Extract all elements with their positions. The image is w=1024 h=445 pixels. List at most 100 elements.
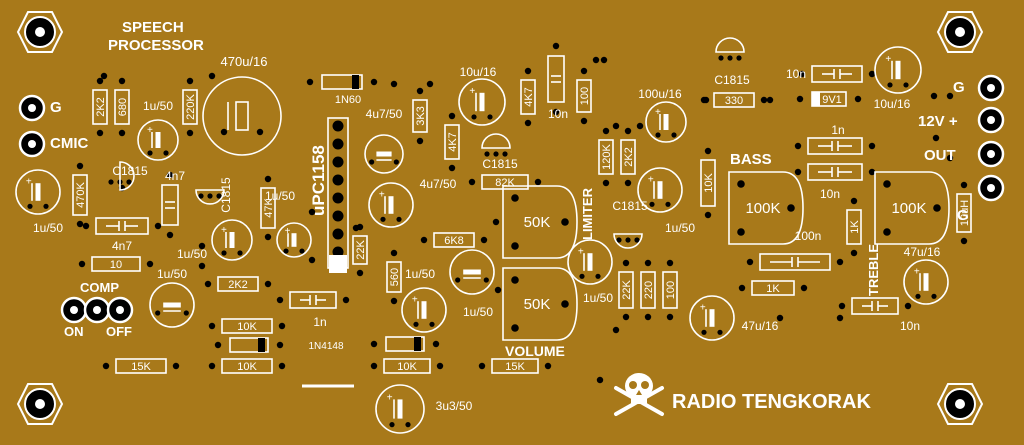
diode-label: 1N4148: [308, 341, 343, 352]
capacitor-label: 3u3/50: [436, 399, 473, 413]
resistor-label: 10uH: [959, 200, 971, 226]
potentiometer-value: 100K: [891, 200, 926, 217]
transistor-label: C1815: [482, 157, 518, 171]
label-bass: BASS: [730, 151, 772, 168]
capacitor-label: 4n7: [112, 239, 132, 253]
resistor-label: 2K2: [623, 147, 635, 167]
brand-name: RADIO TENGKORAK: [672, 391, 871, 413]
label-cmic: CMIC: [50, 135, 88, 152]
resistor-label: 1K: [849, 220, 861, 234]
capacitor-label: 1u/50: [33, 221, 63, 235]
svg-text:+: +: [26, 176, 32, 187]
label-out: OUT: [924, 147, 956, 164]
resistor-label: 2K2: [228, 279, 248, 291]
resistor-label: 100: [665, 281, 677, 299]
svg-text:+: +: [412, 294, 418, 305]
capacitor-label: 4u7/50: [420, 177, 457, 191]
capacitor-label: 1u/50: [463, 305, 493, 319]
svg-text:+: +: [655, 107, 661, 118]
diode-label: 9V1: [822, 94, 842, 106]
label-power: 12V +: [918, 113, 958, 130]
svg-text:+: +: [648, 174, 654, 185]
capacitor-label: 1u/50: [265, 189, 295, 203]
label-comp: COMP: [80, 280, 119, 295]
capacitor-label: 10u/16: [874, 97, 911, 111]
resistor-label: 22K: [355, 240, 367, 260]
resistor-label: 22K: [621, 280, 633, 300]
capacitor-label: 10n: [786, 67, 806, 81]
svg-text:+: +: [885, 54, 891, 65]
svg-text:+: +: [147, 125, 153, 136]
ic-label: uPC1158: [309, 145, 328, 216]
capacitor-label: 10u/16: [460, 65, 497, 79]
resistor-label: 15K: [131, 361, 151, 373]
resistor-label: 10: [110, 259, 122, 271]
resistor-label: 220: [643, 281, 655, 299]
capacitor-label: 4u7/50: [366, 107, 403, 121]
transistor-label: C1815: [714, 73, 750, 87]
capacitor-label: 1n: [831, 123, 844, 137]
mounting-hole-bottom-right: [936, 383, 984, 425]
mounting-hole-top-right: [936, 11, 984, 53]
diode-label: 1N60: [335, 94, 361, 106]
potentiometer-value: 100K: [745, 200, 780, 217]
capacitor-label: 1u/50: [177, 247, 207, 261]
capacitor-label: 4n7: [165, 169, 185, 183]
transistor-label: C1815: [112, 164, 148, 178]
resistor-label: 220K: [185, 93, 197, 119]
resistor-label: 100: [579, 87, 591, 105]
resistor-label: 10K: [703, 173, 715, 193]
label-on: ON: [64, 324, 84, 339]
capacitor-label: 100n: [795, 229, 822, 243]
mounting-hole-top-left: [16, 11, 64, 53]
capacitor-label: 10n: [820, 187, 840, 201]
label-off: OFF: [106, 324, 132, 339]
resistor-label: 4K7: [447, 132, 459, 152]
capacitor-label: 47u/16: [742, 319, 779, 333]
resistor-label: 10K: [237, 321, 257, 333]
label-ground-out: G: [957, 207, 969, 224]
capacitor-label: 10n: [548, 107, 568, 121]
capacitor-label: 47u/16: [904, 245, 941, 259]
mounting-hole-bottom-left: [16, 383, 64, 425]
capacitor-label: 1u/50: [143, 99, 173, 113]
resistor-label: 47K: [263, 198, 275, 218]
resistor-label: 82K: [495, 177, 515, 189]
resistor-label: 120K: [601, 143, 613, 169]
transistor-label: C1815: [612, 199, 648, 213]
capacitor-label: 1u/50: [583, 291, 613, 305]
capacitor-label: 1u/50: [665, 221, 695, 235]
resistor-label: 560: [389, 268, 401, 286]
svg-text:+: +: [469, 86, 475, 97]
svg-text:+: +: [700, 302, 706, 313]
label-volume: VOLUME: [505, 343, 565, 359]
capacitor-label: 470u/16: [221, 54, 268, 69]
capacitor-label: 1u/50: [157, 267, 187, 281]
board-subtitle: PROCESSOR: [108, 37, 204, 54]
svg-text:+: +: [379, 189, 385, 200]
potentiometer-value: 50K: [524, 296, 551, 313]
svg-text:+: +: [221, 225, 227, 236]
resistor-label: 4K7: [523, 87, 535, 107]
resistor-label: 680: [117, 98, 129, 116]
label-treble: TREBLE: [866, 244, 881, 296]
capacitor-label: 100u/16: [638, 87, 682, 101]
resistor-label: 1K: [766, 283, 780, 295]
resistor-label: 15K: [505, 361, 525, 373]
resistor-label: 330: [725, 95, 743, 107]
resistor-label: 3K3: [415, 106, 427, 126]
capacitor-label: 1u/50: [405, 267, 435, 281]
svg-text:+: +: [578, 246, 584, 257]
board-title: SPEECH: [122, 19, 184, 36]
svg-text:+: +: [285, 226, 291, 237]
resistor-label: 470K: [75, 181, 87, 207]
svg-text:+: +: [387, 393, 393, 404]
resistor-label: 2K2: [95, 97, 107, 117]
resistor-label: 6K8: [444, 235, 464, 247]
resistor-label: 10K: [237, 361, 257, 373]
potentiometer-value: 50K: [524, 214, 551, 231]
capacitor-label: 10n: [900, 319, 920, 333]
label-ground-left: G: [50, 99, 62, 116]
